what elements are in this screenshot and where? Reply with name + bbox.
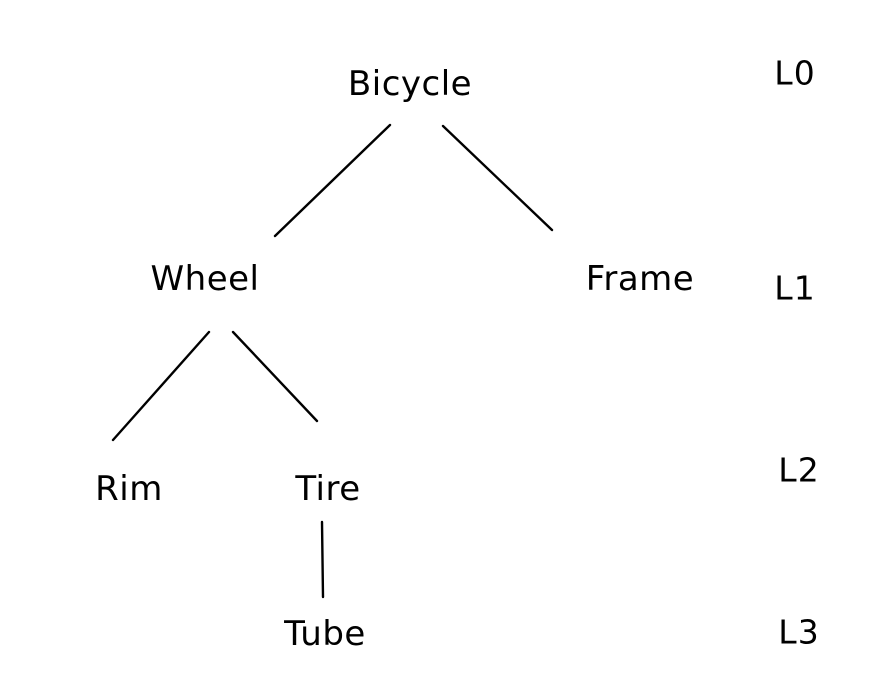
- edge-bicycle-wheel: [273, 123, 392, 238]
- edge-wheel-rim: [111, 330, 211, 442]
- node-bicycle: Bicycle: [347, 64, 473, 104]
- edge-wheel-tire: [231, 330, 319, 423]
- node-frame: Frame: [585, 259, 695, 299]
- level-label-l2: L2: [778, 450, 820, 490]
- level-label-l0: L0: [774, 53, 816, 93]
- node-tire: Tire: [295, 469, 361, 509]
- node-tube: Tube: [284, 614, 366, 654]
- edge-tire-tube: [320, 520, 325, 599]
- edge-bicycle-frame: [441, 124, 554, 232]
- node-wheel: Wheel: [150, 259, 260, 299]
- node-rim: Rim: [95, 469, 163, 509]
- level-label-l1: L1: [774, 268, 816, 308]
- level-label-l3: L3: [778, 612, 820, 652]
